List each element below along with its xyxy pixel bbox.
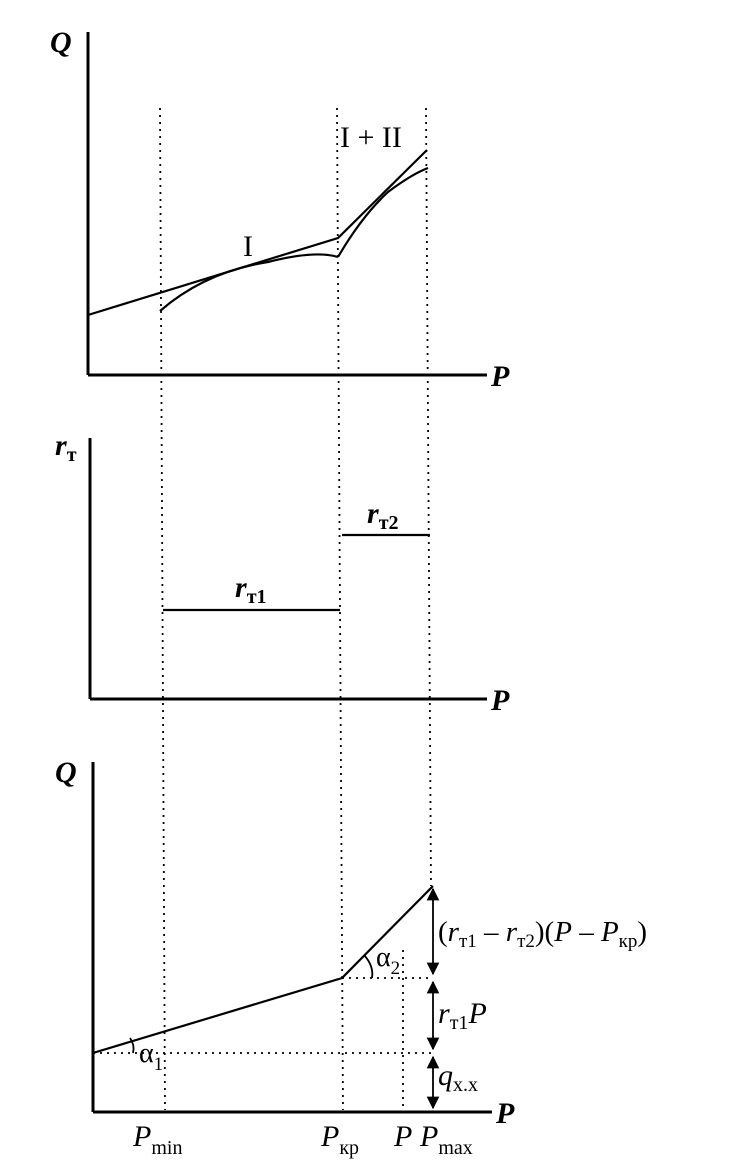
guide-pmax (425, 107, 432, 887)
guide-lines (159, 107, 432, 1111)
step-rt2-label: rт2 (367, 497, 399, 534)
angle-arc-2 (363, 954, 374, 979)
top-y-axis-label: Q (50, 26, 72, 59)
bottom-panel: Q P α1 α2 (rт1 – rт2)(P – Pкр) rт1P qх.х (55, 756, 647, 1159)
curve-label-i-ii: I + II (340, 121, 402, 154)
curve-i (159, 253, 339, 312)
tick-pmax: Pmax (419, 1120, 473, 1159)
top-x-axis-label: P (490, 360, 510, 393)
tick-p: P (393, 1120, 412, 1153)
step-rt1-label: rт1 (235, 571, 267, 608)
bot-y-axis-label: Q (55, 756, 77, 789)
curve-i-ii (337, 166, 429, 258)
middle-panel: rт P rт1 rт2 (55, 429, 510, 717)
curve-label-i: I (243, 230, 253, 263)
tick-pmin: Pmin (132, 1120, 182, 1159)
tick-pkr: Pкр (320, 1120, 359, 1159)
top-panel: Q P I I + II (50, 26, 510, 393)
mid-x-axis-label: P (490, 684, 510, 717)
dim-label-top: (rт1 – rт2)(P – Pкр) (438, 916, 647, 952)
angle-label-2: α2 (376, 942, 400, 979)
mid-y-axis-label: rт (55, 429, 77, 466)
bot-x-axis-label: P (495, 1097, 515, 1130)
angle-label-1: α1 (139, 1038, 163, 1075)
linear-characteristic (87, 149, 428, 317)
dim-label-bottom: qх.х (438, 1059, 478, 1096)
angle-arc-1 (129, 1037, 135, 1054)
dim-label-mid: rт1P (438, 997, 487, 1034)
